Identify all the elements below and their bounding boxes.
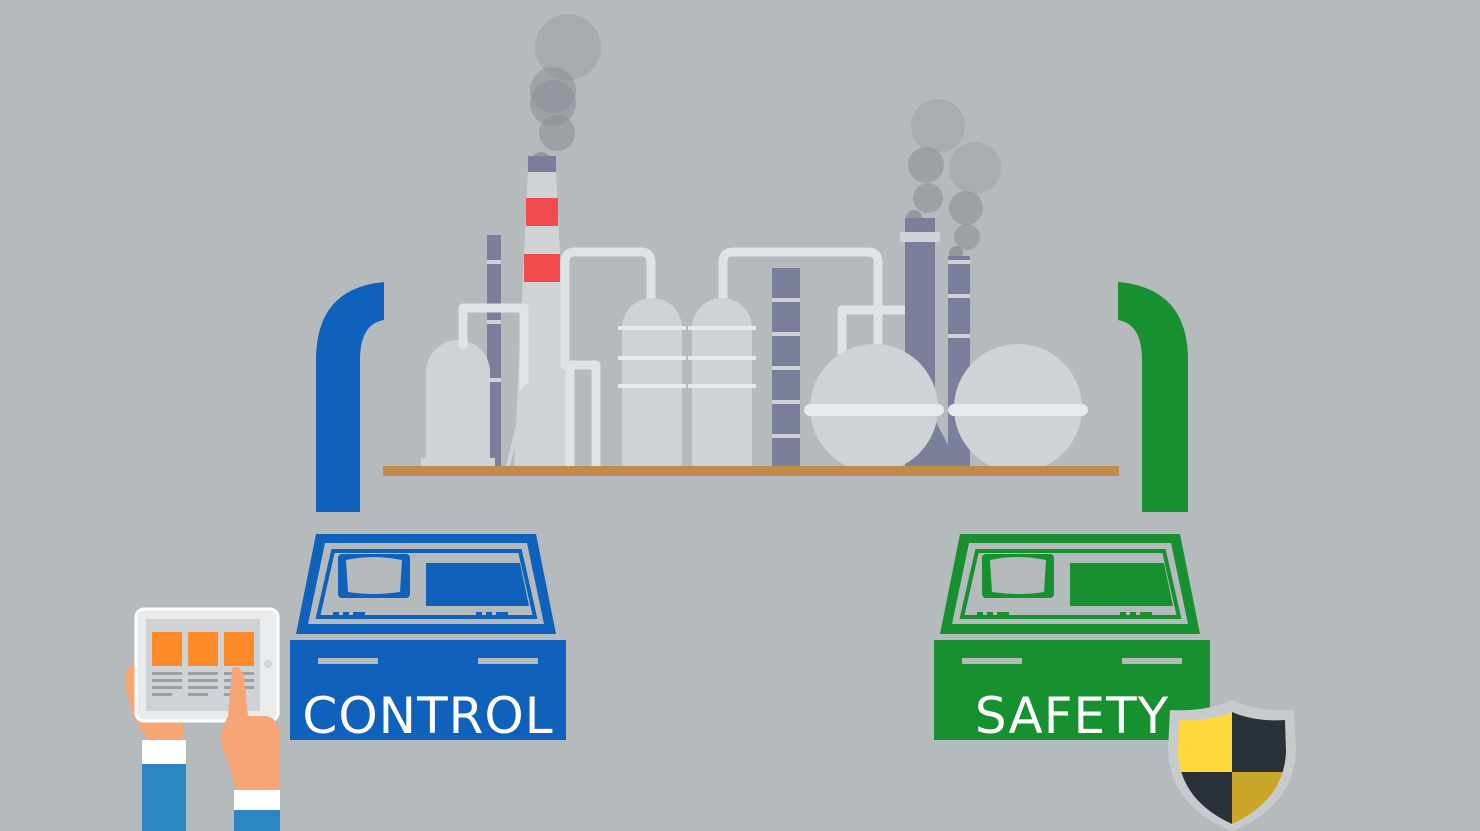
safety-shield-icon <box>1168 700 1296 831</box>
industrial-plant-icon <box>383 14 1119 476</box>
control-connection-pipe <box>316 282 384 512</box>
storage-tank <box>421 340 495 468</box>
tablet-hands-icon <box>125 607 280 831</box>
console-panel <box>426 563 529 606</box>
spherical-tank <box>948 344 1088 472</box>
water-tower <box>506 382 566 467</box>
safety-console-icon: SAFETY <box>934 534 1210 745</box>
safety-connection-pipe <box>1118 282 1188 512</box>
stack-thin <box>487 235 501 468</box>
spherical-tank <box>804 344 944 472</box>
control-console-icon: CONTROL <box>290 534 566 745</box>
ladder-tower <box>772 268 800 468</box>
console-panel <box>1070 563 1173 606</box>
console-screen <box>338 554 410 598</box>
smoke-cloud <box>530 14 601 172</box>
console-screen <box>982 554 1054 598</box>
smoke-cloud <box>906 99 1001 260</box>
tablet-tiles <box>152 632 254 666</box>
distillation-column <box>688 298 756 468</box>
safety-label: SAFETY <box>975 687 1169 745</box>
plant-ground <box>383 466 1119 476</box>
control-label: CONTROL <box>302 687 553 745</box>
distillation-column <box>618 298 686 468</box>
